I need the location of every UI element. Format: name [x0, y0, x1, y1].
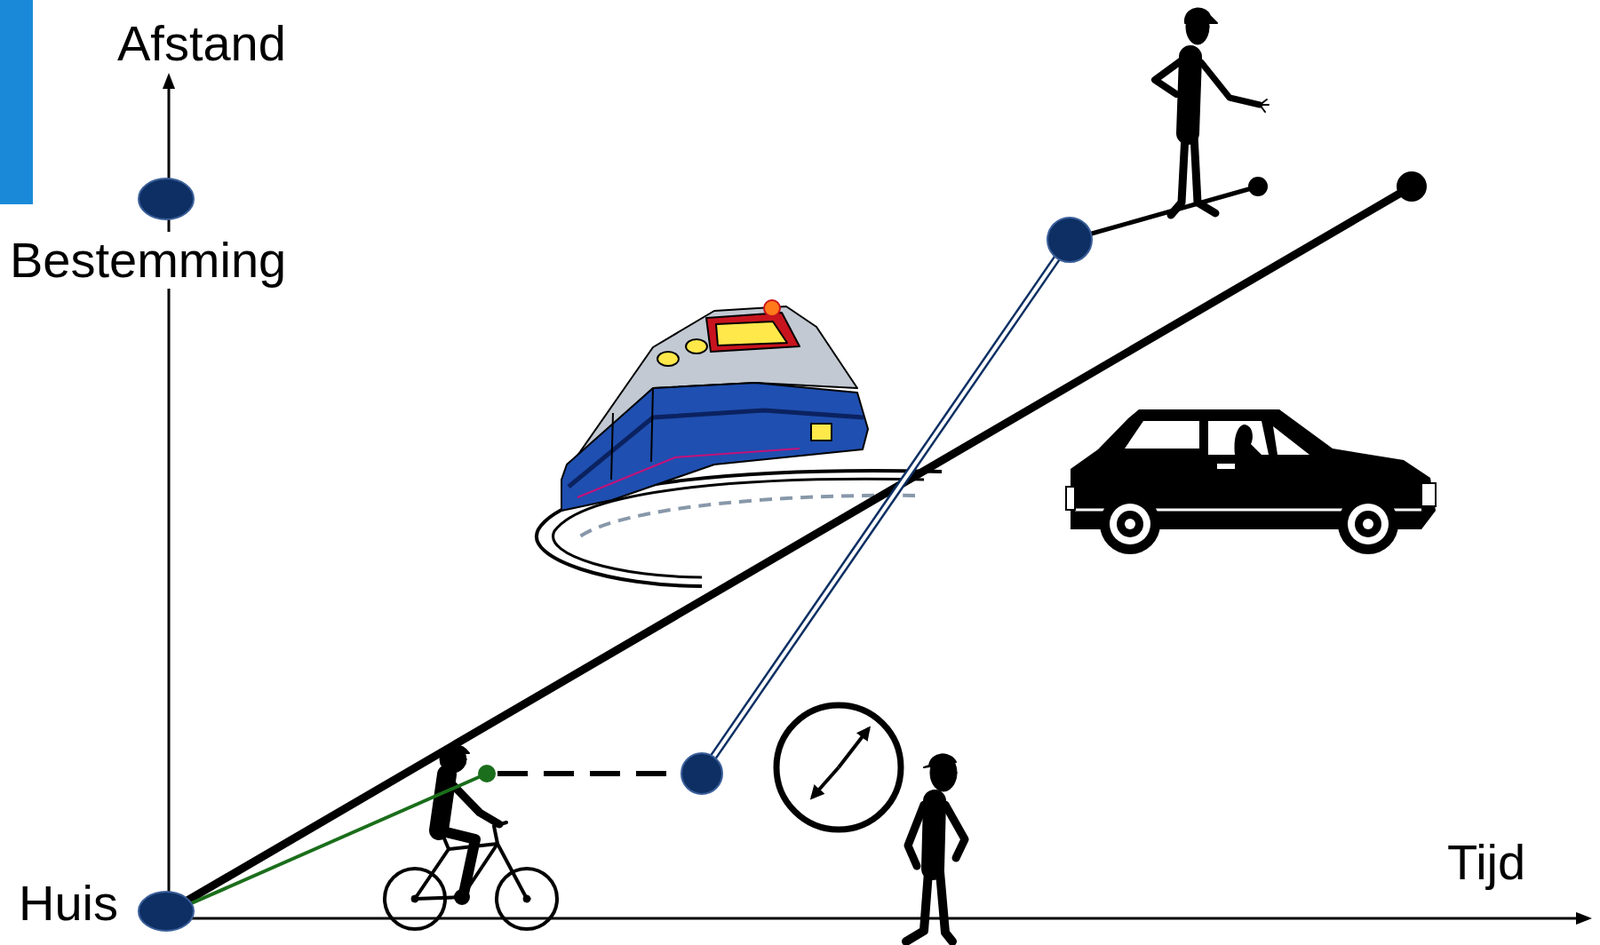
station-dot: [1047, 217, 1092, 263]
waiting-line: [497, 771, 683, 777]
bicycle-end-dot: [477, 764, 496, 783]
endpoint-dot: [136, 176, 196, 222]
clock-symbol: [776, 705, 901, 830]
endpoint-dot-shape: [138, 891, 194, 932]
endpoint-dot-shape: [138, 178, 194, 220]
endpoint-node: Huis: [16, 875, 121, 932]
walking-person: [1154, 7, 1269, 215]
corner-bar: [0, 0, 33, 205]
station-dot: [681, 753, 723, 795]
endpoint-node: Bestemming: [7, 231, 289, 289]
walk-end-dot: [1248, 176, 1268, 197]
bicycle-line: [173, 773, 487, 912]
cyclist-illustration: [384, 745, 558, 930]
endpoint-label: Huis: [16, 875, 120, 932]
endpoint-label: Bestemming: [7, 231, 288, 289]
axes: [162, 72, 1593, 925]
car-illustration: [1066, 409, 1436, 555]
train-line: [701, 239, 1070, 774]
car-end-dot: [1396, 171, 1427, 202]
x-axis: [167, 917, 1578, 921]
endpoint-dot: [136, 890, 196, 933]
x-axis-arrow: [1576, 912, 1593, 925]
car-line: [168, 186, 1412, 912]
train-illustration: [561, 300, 868, 511]
waiting-person: [906, 754, 965, 942]
y-axis-arrow: [162, 72, 176, 89]
axis-label: Tijd: [1445, 834, 1528, 892]
walk-line: [1069, 186, 1258, 240]
axis-label: Afstand: [115, 15, 288, 72]
train-line-core: [701, 239, 1070, 774]
